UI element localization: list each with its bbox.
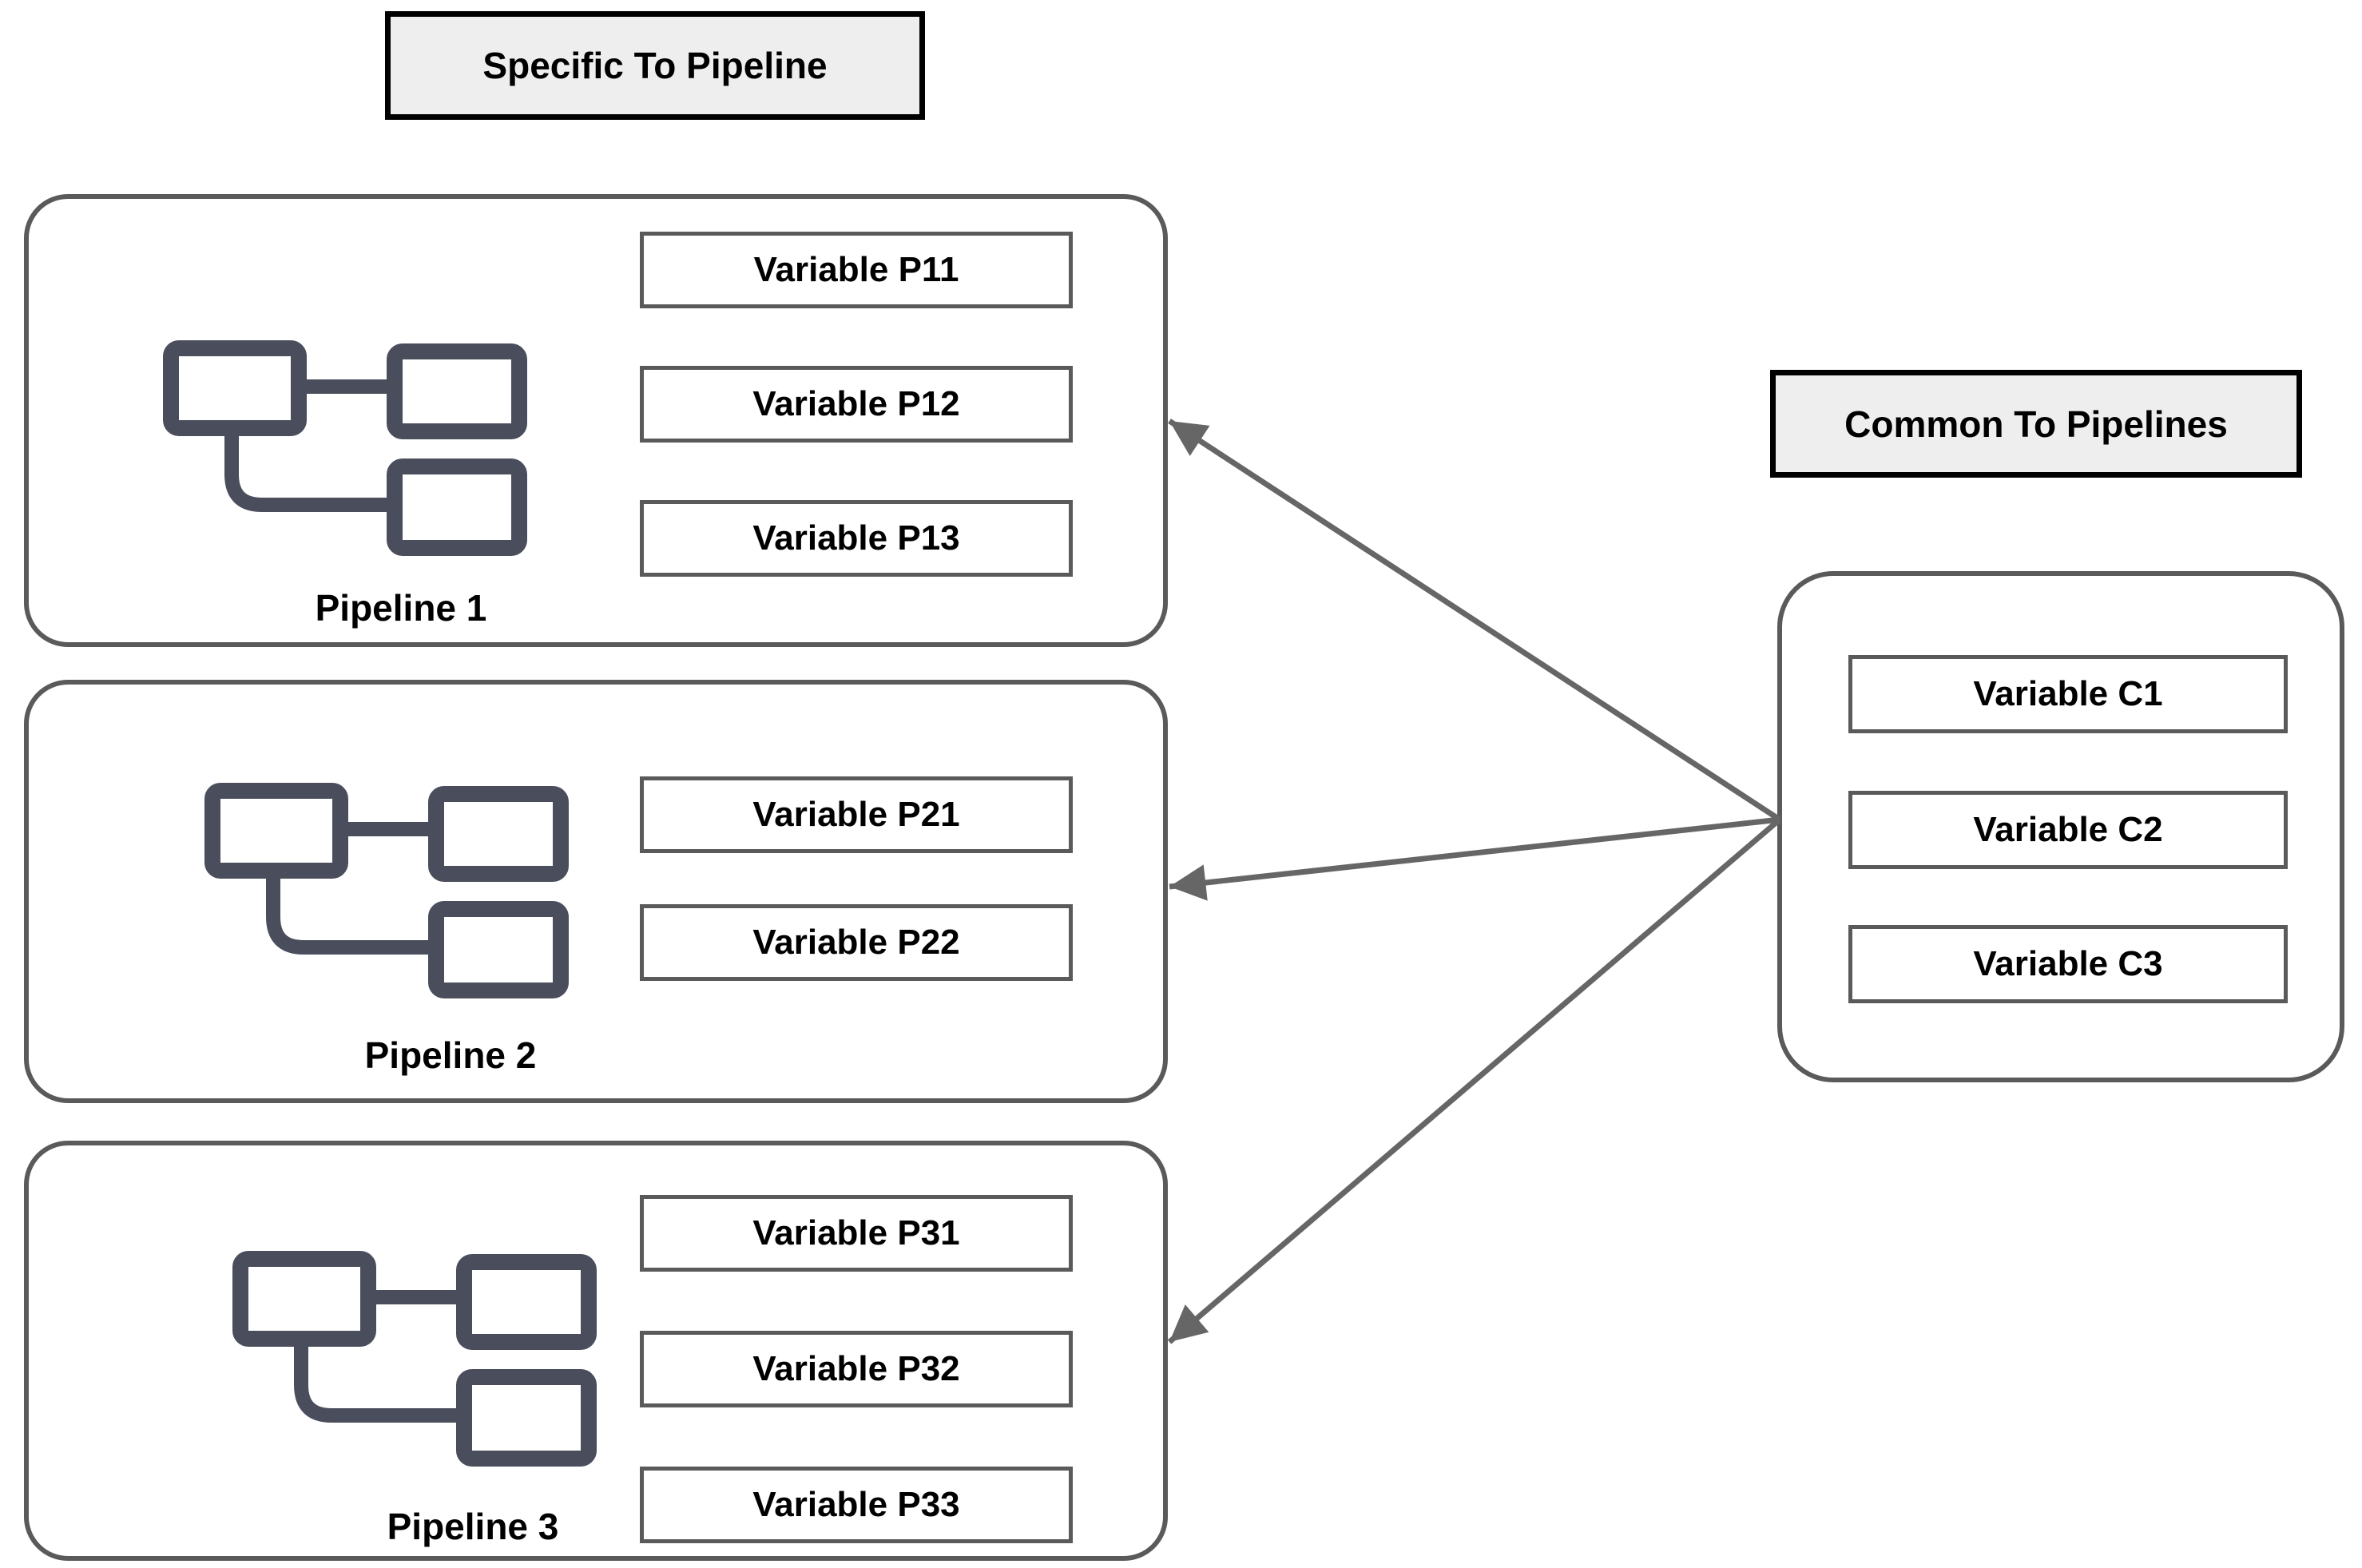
icon-node <box>428 786 569 882</box>
arrow-common-to-pipeline-2 <box>1169 816 1780 901</box>
flowchart-tree-icon <box>232 1251 597 1467</box>
flowchart-tree-icon <box>204 783 569 998</box>
icon-node <box>204 783 348 879</box>
pipeline-2-label: Pipeline 2 <box>364 1034 537 1076</box>
arrow-common-to-pipeline-1 <box>1168 419 1781 822</box>
icon-node <box>456 1254 597 1350</box>
icon-node <box>232 1251 376 1347</box>
variable-box-p31: Variable P31 <box>640 1195 1073 1272</box>
flowchart-tree-icon <box>163 340 527 556</box>
left-group-title: Specific To Pipeline <box>385 11 925 120</box>
icon-branch-connector <box>294 1339 470 1423</box>
variable-box-p12: Variable P12 <box>640 366 1073 443</box>
variable-box-c2: Variable C2 <box>1848 791 2288 869</box>
variable-box-p21: Variable P21 <box>640 776 1073 853</box>
icon-node <box>456 1369 597 1467</box>
icon-branch-connector <box>266 871 443 955</box>
right-group-title: Common To Pipelines <box>1770 370 2302 478</box>
icon-node <box>163 340 307 436</box>
variable-box-c3: Variable C3 <box>1848 925 2288 1003</box>
icon-node <box>387 343 527 439</box>
pipeline-1-container: Pipeline 1 Variable P11 Variable P12 Var… <box>24 194 1168 647</box>
variable-box-p22: Variable P22 <box>640 904 1073 981</box>
arrow-common-to-pipeline-3 <box>1167 817 1782 1344</box>
icon-branch-connector <box>224 428 401 512</box>
variable-box-p33: Variable P33 <box>640 1467 1073 1543</box>
common-variables-container: Variable C1 Variable C2 Variable C3 <box>1777 571 2344 1082</box>
icon-node <box>387 458 527 556</box>
variable-box-p11: Variable P11 <box>640 232 1073 308</box>
variable-box-c1: Variable C1 <box>1848 655 2288 733</box>
pipeline-3-container: Pipeline 3 Variable P31 Variable P32 Var… <box>24 1141 1168 1561</box>
variable-box-p13: Variable P13 <box>640 500 1073 577</box>
icon-node <box>428 901 569 998</box>
pipeline-3-label: Pipeline 3 <box>387 1506 559 1547</box>
variable-box-p32: Variable P32 <box>640 1331 1073 1407</box>
pipeline-2-container: Pipeline 2 Variable P21 Variable P22 <box>24 680 1168 1103</box>
pipeline-1-label: Pipeline 1 <box>315 587 487 629</box>
